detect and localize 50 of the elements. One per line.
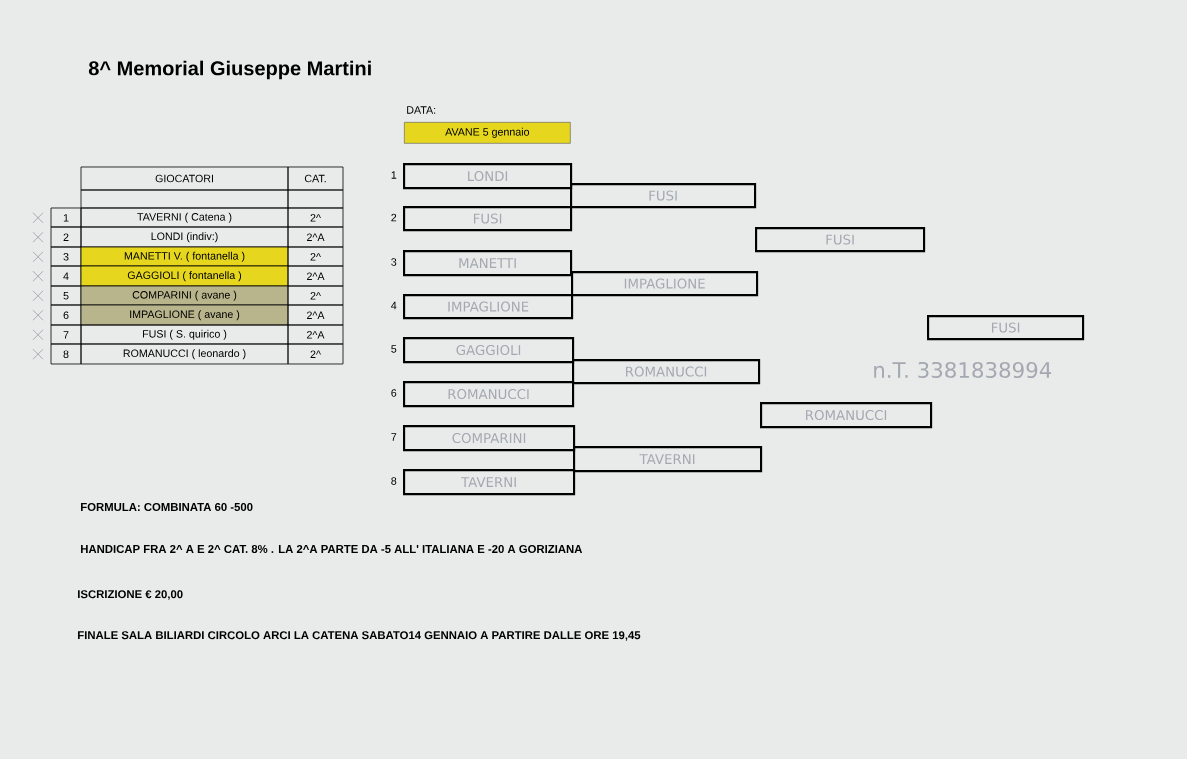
table-cell: FUSI ( S. quirico ) [80,324,289,345]
bracket-box: FUSI [403,206,573,232]
note-text: FORMULA: COMBINATA 60 -500 [81,503,253,511]
bracket-box: ROMANUCCI [760,402,933,429]
table-cell: GAGGIOLI ( fontanella ) [80,265,289,287]
note-text: FINALE SALA BILIARDI CIRCOLO ARCI LA CATENA SABATO14 GENNAIO A PARTIRE DALLE ORE 19,45 [78,631,641,641]
bracket-box: FUSI [570,183,757,209]
seed-number: 7 [391,433,397,441]
bracket-box: ROMANUCCI [572,359,761,385]
table-cell: TAVERNI ( Catena ) [80,207,289,228]
bracket-box: LONDI [403,163,573,190]
bracket-box: IMPAGLIONE [571,271,759,297]
bracket-box: TAVERNI [573,446,763,473]
date-label: DATA: [407,106,436,114]
note-text: ISCRIZIONE € 20,00 [78,590,183,600]
bracket-box: FUSI [927,315,1085,341]
bracket-box: FUSI [755,227,926,253]
table-cell: 2^ [287,207,344,228]
table-cell: 1 [50,207,82,228]
date-box: AVANE 5 gennaio [404,122,571,144]
seed-number: 2 [391,213,397,222]
table-cell: 2 [50,226,82,248]
table-cell: 2^ [287,343,344,365]
title: 8^ Memorial Giuseppe Martini [88,60,371,80]
bracket-box: ROMANUCCI [403,381,575,408]
bracket-box: TAVERNI [403,469,576,496]
note-text: HANDICAP FRA 2^ A E 2^ CAT. 8% . LA 2^A PARTE DA -5 ALL' ITALIANA E -20 A GORIZIANA [81,545,583,553]
seed-number: 1 [391,171,397,179]
table-cell: GIOCATORI [80,166,289,191]
handwritten-note: n.T. 3381838994 [874,361,1052,379]
bracket-box: IMPAGLIONE [403,294,574,320]
seed-number: 4 [391,301,397,310]
table-cell: 2^A [287,265,344,287]
seed-number: 6 [391,389,397,397]
bracket-box: MANETTI [403,250,573,277]
bracket-box: COMPARINI [403,425,576,452]
seed-number: 3 [391,258,397,266]
table-cell: 2^A [287,226,344,248]
table-cell: 2^ [287,285,344,306]
seed-number: 5 [391,345,397,353]
table-cell: CAT. [287,166,344,191]
table-cell: 8 [50,343,82,365]
table-cell: 2^ [287,246,344,267]
table-cell: 7 [50,324,82,345]
table-cell: ROMANUCCI ( leonardo ) [80,343,289,365]
table-cell: 2^A [287,324,344,345]
table-cell: COMPARINI ( avane ) [80,285,289,306]
bracket-box: GAGGIOLI [403,337,575,364]
seed-number: 8 [391,477,397,485]
table-cell: 2^A [287,304,344,326]
